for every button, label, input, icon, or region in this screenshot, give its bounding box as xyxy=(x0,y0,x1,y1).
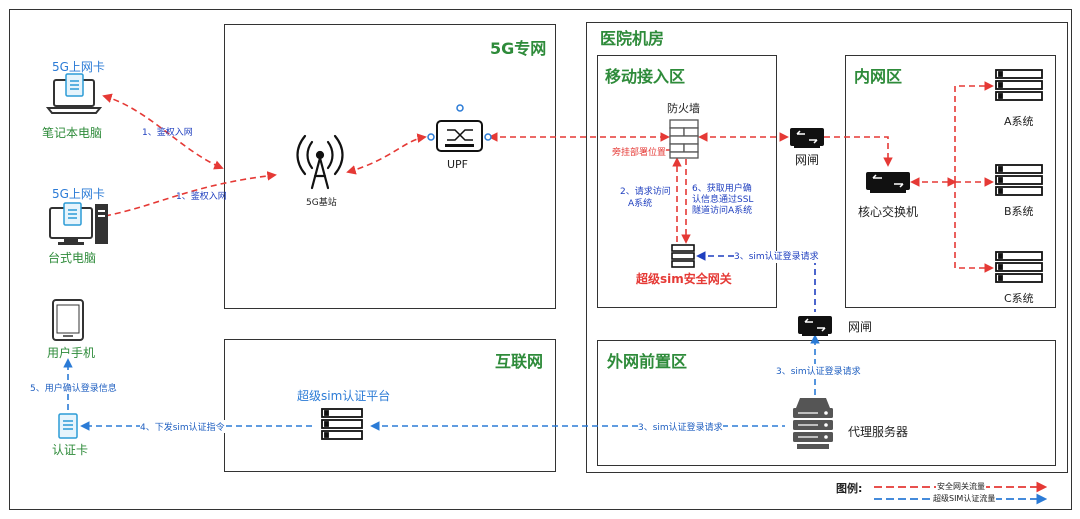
system-c-label: C系统 xyxy=(1004,292,1034,305)
laptop-label: 笔记本电脑 xyxy=(42,126,103,140)
platform-server-icon xyxy=(321,408,363,440)
system-a-label: A系统 xyxy=(1004,115,1034,128)
flow-to-system-a xyxy=(954,81,994,182)
desktop-label: 台式电脑 xyxy=(48,251,97,265)
annotation-sim-login-proxy: 3、sim认证登录请求 xyxy=(638,420,723,433)
base-station-label: 5G基站 xyxy=(306,198,337,208)
flow-gateway-sim-login xyxy=(696,251,816,312)
annotation-get-info-2: 认信息通过SSL xyxy=(692,195,754,205)
server-b-icon xyxy=(995,164,1043,196)
upf-icon xyxy=(427,104,492,152)
server-a-icon xyxy=(995,69,1043,101)
annotation-request-access-2: A系统 xyxy=(628,199,653,209)
security-gateway-label: 超级sim安全网关 xyxy=(636,272,732,286)
firewall-icon xyxy=(669,119,699,159)
security-gateway-flows xyxy=(102,81,994,273)
upf-label: UPF xyxy=(447,158,469,171)
zone-title-dmz: 外网前置区 xyxy=(607,352,688,371)
desktop-icon xyxy=(49,202,108,245)
legend-blue-label: 超级SIM认证流量 xyxy=(932,493,997,504)
annotation-get-info-3: 隧道访问A系统 xyxy=(692,206,753,216)
annotation-user-confirm: 5、用户确认登录信息 xyxy=(30,381,117,394)
zone-title-hospital: 医院机房 xyxy=(600,29,665,48)
desktop-card-label: 5G上网卡 xyxy=(52,187,105,201)
phone-icon xyxy=(52,299,84,341)
firewall-label: 防火墙 xyxy=(667,102,700,115)
zone-title-internet: 互联网 xyxy=(495,352,544,371)
gatekeeper-mid-label: 网闸 xyxy=(848,320,873,334)
zone-title-private-5g: 5G专网 xyxy=(490,39,547,58)
flow-basestation-upf xyxy=(346,133,427,175)
proxy-server-icon xyxy=(793,398,833,449)
platform-label: 超级sim认证平台 xyxy=(297,389,391,403)
legend-red-label: 安全网关流量 xyxy=(936,481,986,492)
annotation-issue-command: 4、下发sim认证指令 xyxy=(140,420,225,433)
core-switch-label: 核心交换机 xyxy=(858,205,919,219)
annotation-sim-login-dmz: 3、sim认证登录请求 xyxy=(776,364,861,377)
annotation-get-info-1: 6、获取用户确 xyxy=(692,184,752,194)
flow-gatekeeper-switch xyxy=(824,136,893,167)
zone-title-mobile-access: 移动接入区 xyxy=(605,67,686,86)
laptop-icon xyxy=(45,73,103,114)
security-gateway-icon xyxy=(671,244,695,268)
laptop-card-label: 5G上网卡 xyxy=(52,60,105,74)
gatekeeper-top-icon xyxy=(790,128,824,148)
zone-internet xyxy=(224,339,556,472)
server-c-icon xyxy=(995,251,1043,283)
phone-label: 用户手机 xyxy=(47,346,96,360)
gatekeeper-mid-icon xyxy=(798,316,832,336)
proxy-label: 代理服务器 xyxy=(848,425,909,439)
annotation-auth-desktop: 1、鉴权入网 xyxy=(176,192,227,202)
auth-card-icon xyxy=(58,413,78,439)
annotation-sim-login-gateway: 3、sim认证登录请求 xyxy=(734,251,819,263)
zone-title-intranet: 内网区 xyxy=(854,67,903,86)
gatekeeper-top-label: 网闸 xyxy=(795,153,820,167)
core-switch-icon xyxy=(866,172,910,193)
flow-to-system-c xyxy=(954,182,994,273)
base-station-icon xyxy=(296,134,344,190)
flow-laptop-basestation xyxy=(102,93,224,170)
bypass-label: 旁挂部署位置 xyxy=(612,148,667,158)
annotation-request-access-1: 2、请求访问 xyxy=(620,187,671,197)
legend-title: 图例: xyxy=(836,482,863,495)
annotation-auth-laptop: 1、鉴权入网 xyxy=(142,128,193,138)
auth-card-label: 认证卡 xyxy=(52,443,89,457)
system-b-label: B系统 xyxy=(1004,205,1034,218)
